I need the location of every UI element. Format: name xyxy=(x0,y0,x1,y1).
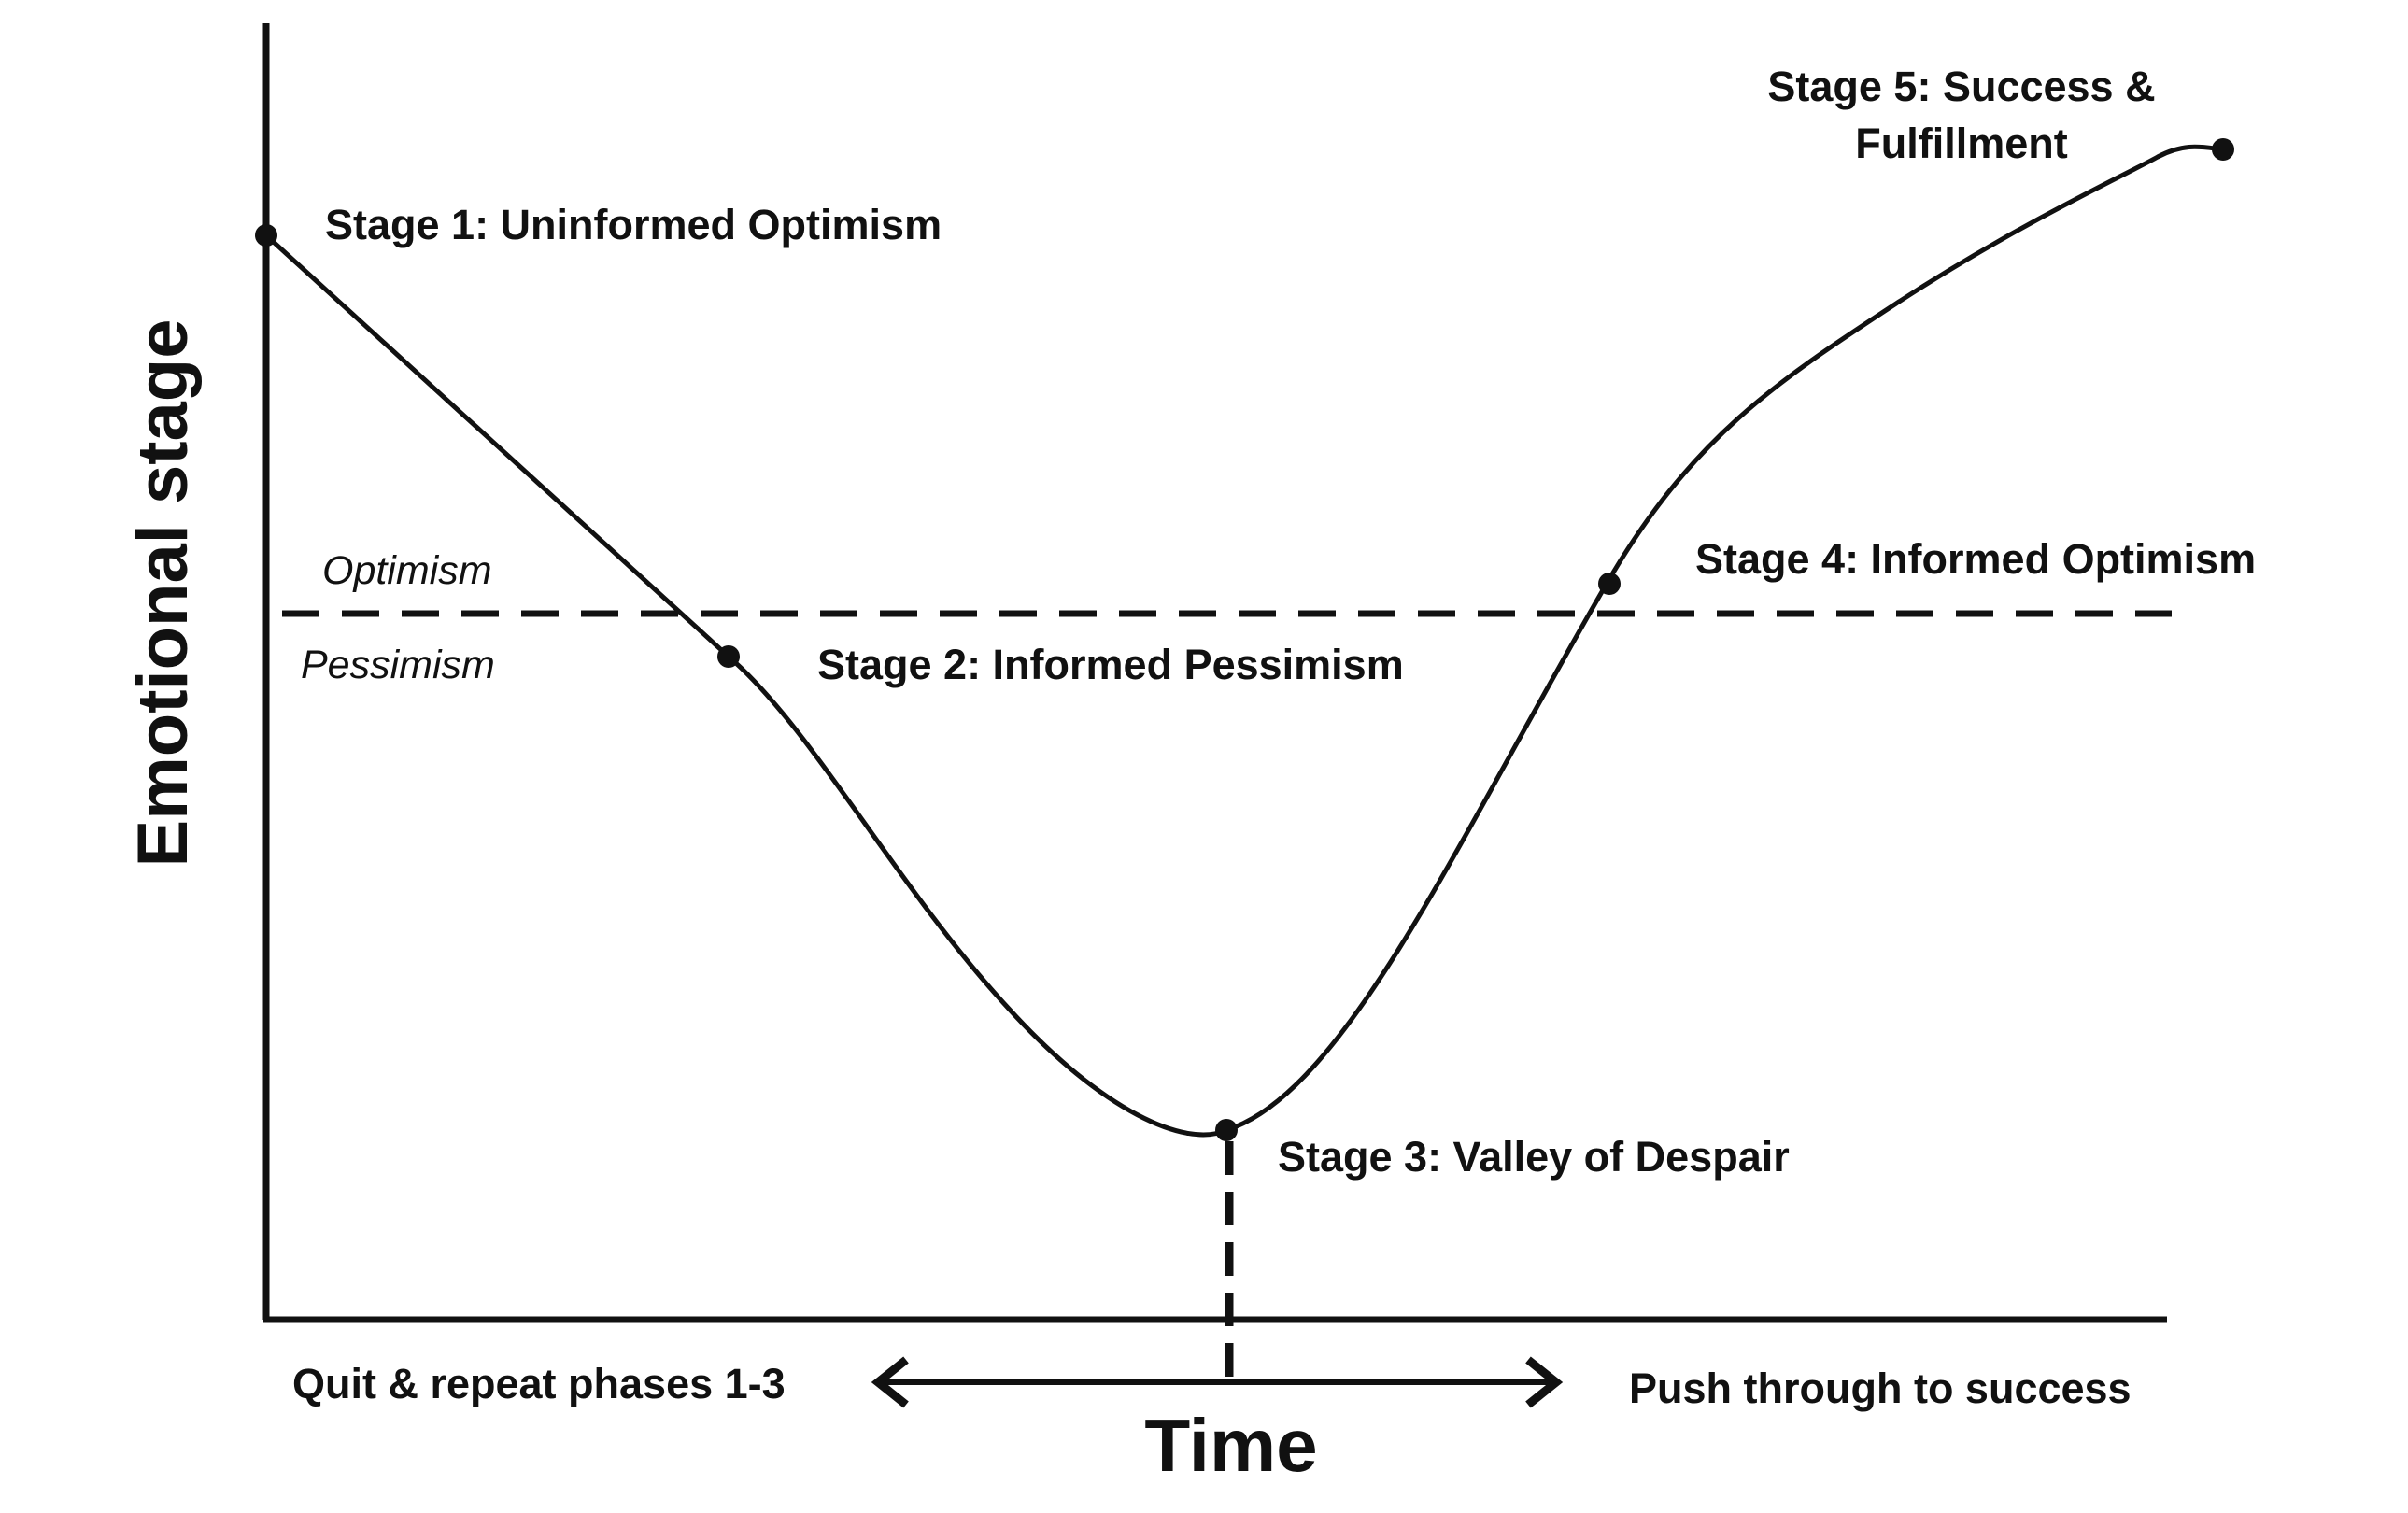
stage-2-label: Stage 2: Informed Pessimism xyxy=(817,641,1404,688)
stage-3-label: Stage 3: Valley of Despair xyxy=(1278,1133,1790,1181)
stage-3-point xyxy=(1215,1119,1238,1141)
optimism-zone-label: Optimism xyxy=(322,548,492,593)
emotional-curve xyxy=(264,144,2224,1138)
stage-5-point xyxy=(2212,138,2234,161)
y-axis-title: Emotional stage xyxy=(123,319,203,868)
stage-5-label-line1: Stage 5: Success & xyxy=(1767,63,2155,110)
quit-outcome-label: Quit & repeat phases 1-3 xyxy=(292,1360,786,1407)
stage-4-point xyxy=(1598,573,1621,595)
x-axis-title: Time xyxy=(1144,1404,1317,1487)
arrow-right-head-icon xyxy=(1525,1356,1564,1408)
stage-2-point xyxy=(717,645,740,668)
stage-5-label-line2: Fulfillment xyxy=(1855,120,2067,167)
stage-1-label: Stage 1: Uninformed Optimism xyxy=(325,201,942,248)
pessimism-zone-label: Pessimism xyxy=(301,643,495,687)
arrow-left-head-icon xyxy=(871,1356,909,1408)
stage-1-point xyxy=(255,224,277,247)
stage-4-label: Stage 4: Informed Optimism xyxy=(1695,535,2256,583)
push-through-outcome-label: Push through to success xyxy=(1629,1365,2132,1412)
